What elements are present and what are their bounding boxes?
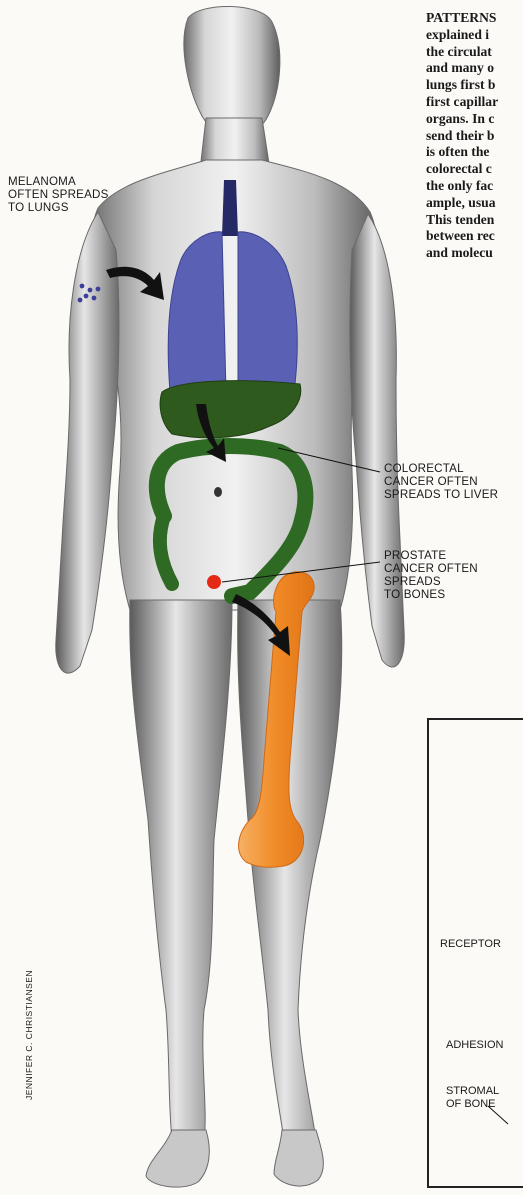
- prostate: [207, 575, 221, 589]
- box-label-line: ADHESION: [446, 1039, 503, 1052]
- callout-line: CANCER OFTEN: [384, 475, 498, 488]
- paragraph-line: organs. In c: [426, 111, 523, 128]
- callout-line: SPREADS: [384, 575, 478, 588]
- callout-line: TO BONES: [384, 588, 478, 601]
- navel: [214, 487, 222, 497]
- stromal-leader: [486, 1104, 516, 1134]
- paragraph-line: This tenden: [426, 212, 523, 229]
- box-label-line: RECEPTOR: [440, 938, 501, 951]
- trachea: [222, 180, 238, 236]
- paragraph-line: ample, usua: [426, 195, 523, 212]
- paragraph-line: the circulat: [426, 44, 523, 61]
- callout-line: PROSTATE: [384, 549, 478, 562]
- callout-line: OFTEN SPREADS: [8, 188, 109, 201]
- prostate-callout: PROSTATE CANCER OFTEN SPREADS TO BONES: [384, 549, 478, 601]
- right-foot: [146, 1130, 209, 1187]
- callout-line: SPREADS TO LIVER: [384, 488, 498, 501]
- adhesion-label: ADHESION: [446, 1039, 503, 1052]
- paragraph-line: send their b: [426, 128, 523, 145]
- photo-credit: JENNIFER C. CHRISTIANSEN: [24, 970, 34, 1100]
- paragraph-line: is often the: [426, 144, 523, 161]
- paragraph-line: first capillar: [426, 94, 523, 111]
- colorectal-callout: COLORECTAL CANCER OFTEN SPREADS TO LIVER: [384, 462, 498, 501]
- callout-line: COLORECTAL: [384, 462, 498, 475]
- paragraph-line: PATTERNS: [426, 10, 523, 27]
- callout-line: TO LUNGS: [8, 201, 109, 214]
- paragraph-line: colorectal c: [426, 161, 523, 178]
- paragraph-line: explained i: [426, 27, 523, 44]
- paragraph-line: the only fac: [426, 178, 523, 195]
- box-label-line: STROMAL: [446, 1085, 499, 1098]
- right-leg: [130, 600, 232, 1140]
- callout-line: CANCER OFTEN: [384, 562, 478, 575]
- paragraph-line: between rec: [426, 228, 523, 245]
- callout-line: MELANOMA: [8, 175, 109, 188]
- paragraph-line: lungs first b: [426, 77, 523, 94]
- paragraph-line: and molecu: [426, 245, 523, 262]
- melanoma-callout: MELANOMA OFTEN SPREADS TO LUNGS: [8, 175, 109, 214]
- receptor-label: RECEPTOR: [440, 938, 501, 951]
- paragraph-line: and many o: [426, 60, 523, 77]
- left-foot: [274, 1130, 323, 1186]
- right-arm: [56, 212, 119, 673]
- intro-paragraph: PATTERNS explained i the circulat and ma…: [426, 10, 523, 262]
